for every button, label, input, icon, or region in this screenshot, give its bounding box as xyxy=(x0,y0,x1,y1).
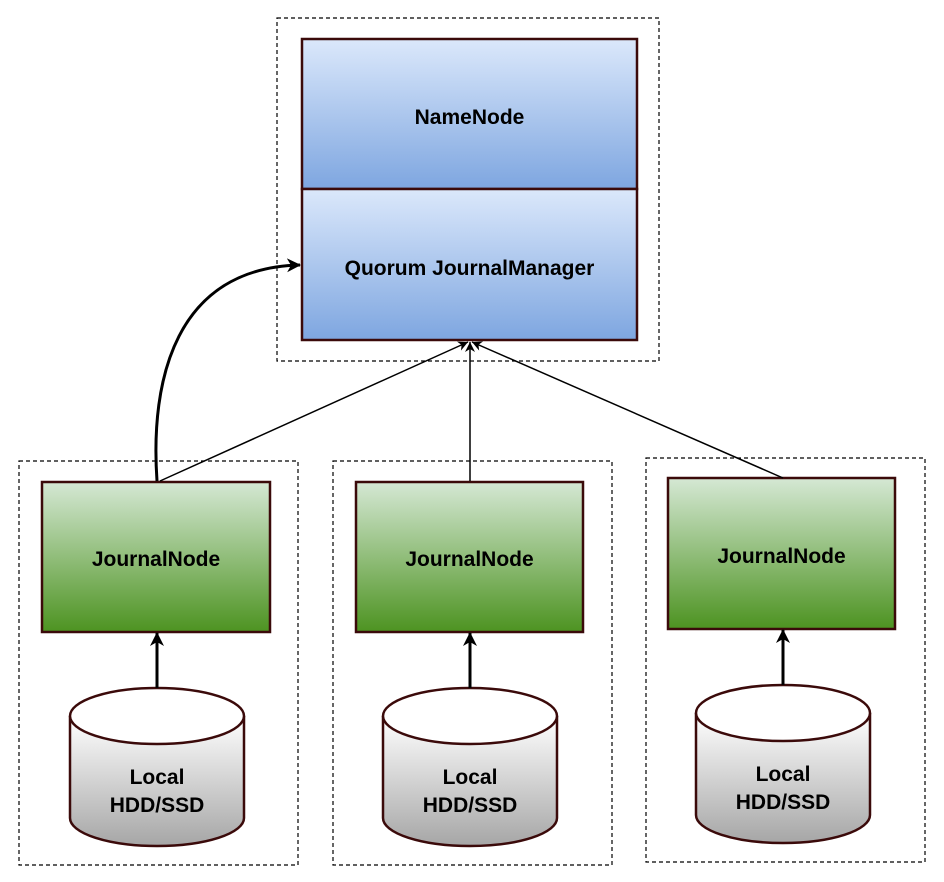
journal-node-1-label: JournalNode xyxy=(92,548,220,571)
journal-1-to-quorum-arrow xyxy=(159,341,469,482)
local-disk-1-line2: HDD/SSD xyxy=(110,794,205,817)
journal-node-1[interactable]: JournalNode xyxy=(40,480,272,634)
local-disk-2-line2: HDD/SSD xyxy=(423,794,518,817)
local-disk-3-line1: Local xyxy=(756,763,811,786)
namenode-label: NameNode xyxy=(415,106,525,129)
journal-group-2-container xyxy=(332,460,613,866)
journal-node-3[interactable]: JournalNode xyxy=(666,476,897,631)
journal-node-2[interactable]: JournalNode xyxy=(354,480,585,634)
journal-group-3-container xyxy=(645,457,926,863)
journal-group-1-container xyxy=(18,460,299,866)
journal-node-2-label: JournalNode xyxy=(405,548,533,571)
local-disk-3[interactable]: Local HDD/SSD xyxy=(694,683,872,845)
local-disk-2[interactable]: Local HDD/SSD xyxy=(381,686,559,848)
quorum-journal-manager-box[interactable]: Quorum JournalManager xyxy=(300,187,639,342)
journal-node-3-label: JournalNode xyxy=(717,545,845,568)
local-disk-2-line1: Local xyxy=(443,766,498,789)
local-disk-1-line1: Local xyxy=(130,766,185,789)
namenode-group-container xyxy=(276,17,660,362)
local-disk-3-line2: HDD/SSD xyxy=(736,791,831,814)
journal-3-to-quorum-arrow xyxy=(471,341,784,479)
quorum-journal-manager-label: Quorum JournalManager xyxy=(345,257,595,280)
journal-1-curved-arrow xyxy=(154,258,301,482)
namenode-box[interactable]: NameNode xyxy=(300,37,639,191)
local-disk-1[interactable]: Local HDD/SSD xyxy=(68,686,246,848)
